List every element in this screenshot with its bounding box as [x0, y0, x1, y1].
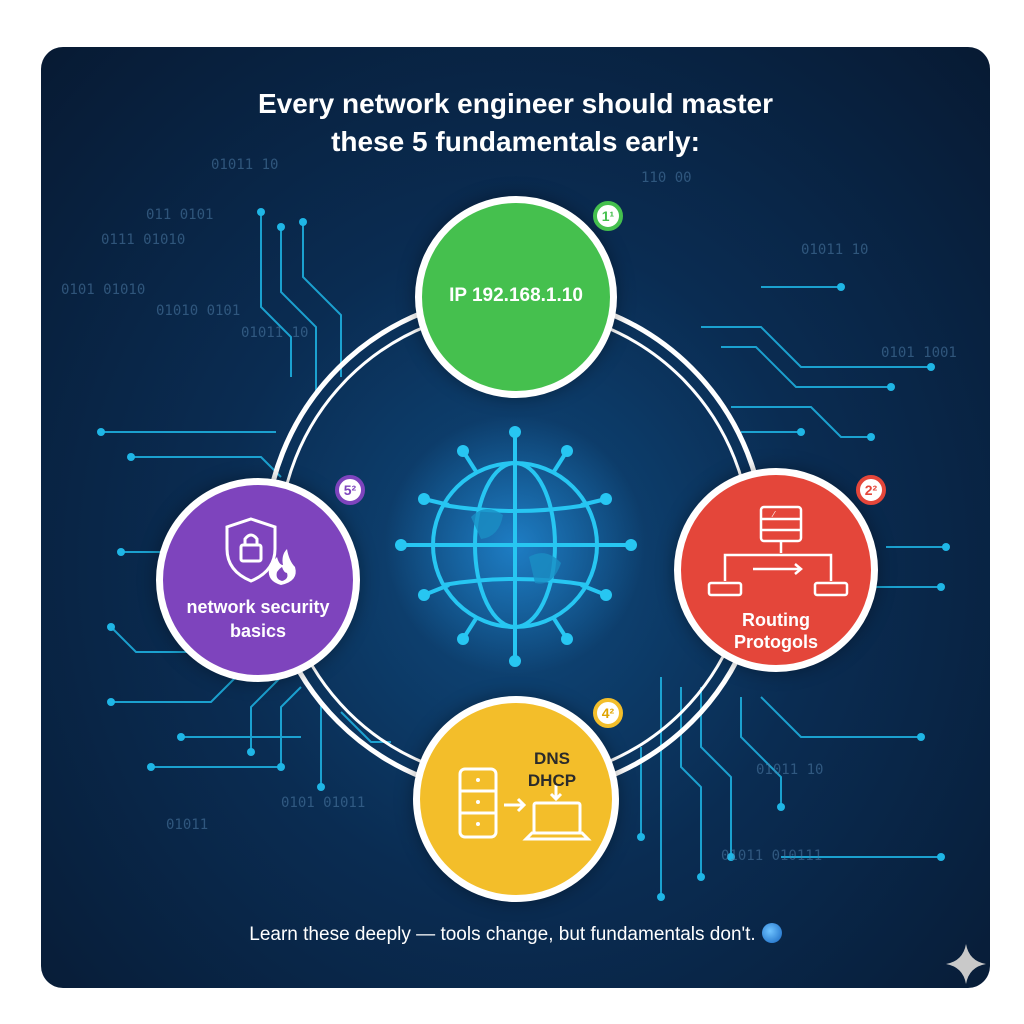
binary-text: 01011 10: [756, 762, 823, 778]
binary-text: 01010 0101: [156, 303, 240, 319]
page-title: Every network engineer should master the…: [41, 85, 990, 161]
node-dns-label-line2: DHCP: [527, 771, 577, 790]
svg-text:⁄: ⁄: [771, 510, 776, 519]
binary-text: 01011: [166, 817, 208, 833]
node-routing-protocols: ⁄ Routing Protogols: [674, 468, 878, 672]
node-dns-dhcp: DNS DHCP: [413, 696, 619, 902]
infographic-card: 01011 10 110 00 011 0101 0111 01010 0101…: [41, 47, 990, 988]
sparkle-icon: [946, 944, 986, 984]
shield-lock-fire-icon: [225, 517, 296, 585]
node-network-security: network security basics: [156, 478, 360, 682]
binary-text: 01011 010111: [721, 848, 822, 864]
badge-5: 5²: [335, 475, 365, 505]
binary-text: 011 0101: [146, 207, 213, 223]
badge-1: 1¹: [593, 201, 623, 231]
node-ip-label: IP 192.168.1.10: [449, 285, 583, 306]
footer-text: Learn these deeply — tools change, but f…: [249, 924, 756, 945]
node-security-label: network security basics: [163, 595, 353, 643]
globe-network-icon: [401, 432, 631, 661]
node-dns-label: DNS DHCP: [522, 748, 582, 792]
node-routing-label-line1: Routing: [742, 610, 810, 630]
node-ip-addressing: IP 192.168.1.10: [415, 196, 617, 398]
node-dns-label-line1: DNS: [534, 749, 570, 768]
binary-text: 0101 1001: [881, 345, 957, 361]
server-to-laptop-icon: [458, 767, 592, 841]
title-line-1: Every network engineer should master: [257, 88, 774, 119]
node-security-label-line2: basics: [229, 621, 287, 641]
binary-text: 0101 01010: [61, 282, 145, 298]
badge-2: 2²: [856, 475, 886, 505]
node-routing-label-line2: Protogols: [734, 632, 818, 652]
globe-emoji-icon: [761, 923, 782, 943]
node-security-label-line1: network security: [186, 597, 330, 617]
binary-text: 01011 10: [211, 157, 278, 173]
router-diagram-icon: ⁄: [707, 505, 849, 597]
binary-text: 110 00: [641, 170, 692, 186]
badge-4: 4²: [593, 698, 623, 728]
binary-text: 01011 10: [241, 325, 308, 341]
node-routing-label: Routing Protogols: [681, 609, 871, 653]
binary-text: 0111 01010: [101, 232, 185, 248]
footer-caption: Learn these deeply — tools change, but f…: [41, 923, 990, 946]
binary-text: 01011 10: [801, 242, 868, 258]
binary-text: 0101 01011: [281, 795, 365, 811]
title-line-2: these 5 fundamentals early:: [331, 126, 700, 157]
